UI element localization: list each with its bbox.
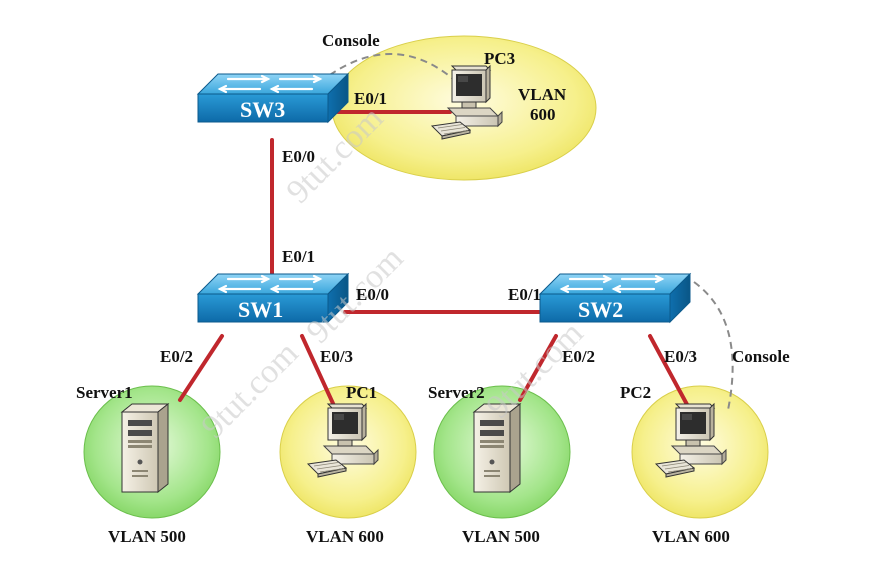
port-label-sw1-e02: E0/2 bbox=[160, 347, 193, 366]
switch-sw3[interactable]: SW3 bbox=[196, 72, 350, 124]
switch-sw3-label: SW3 bbox=[240, 97, 285, 122]
link-sw1-server1 bbox=[178, 334, 224, 402]
pc3-vlan-label-line2: 600 bbox=[530, 105, 556, 124]
console-cable-sw3-pc3 bbox=[319, 53, 453, 83]
pc2-vlan-label: VLAN 600 bbox=[652, 527, 730, 546]
server1-icon bbox=[121, 403, 169, 493]
port-label-sw2-e02: E0/2 bbox=[562, 347, 595, 366]
console-cable-sw2-pc2 bbox=[693, 281, 734, 411]
pc3-vlan-label-line1: VLAN bbox=[518, 85, 567, 104]
pc1-vlan-label: VLAN 600 bbox=[306, 527, 384, 546]
link-sw1-pc1 bbox=[300, 334, 338, 412]
switch-sw1[interactable]: SW1 bbox=[196, 272, 350, 324]
switch-sw2-label: SW2 bbox=[578, 297, 623, 322]
pc3-label: PC3 bbox=[484, 49, 515, 68]
link-sw2-server2 bbox=[518, 334, 558, 402]
pc2-label: PC2 bbox=[620, 383, 651, 402]
port-label-sw2-e03: E0/3 bbox=[664, 347, 697, 366]
pc1-label: PC1 bbox=[346, 383, 377, 402]
port-label-sw1-e00: E0/0 bbox=[356, 285, 389, 304]
console-label-right: Console bbox=[732, 347, 790, 366]
port-label-sw2-e01: E0/1 bbox=[508, 285, 541, 304]
port-label-sw1-e03: E0/3 bbox=[320, 347, 353, 366]
server1-vlan-label: VLAN 500 bbox=[108, 527, 186, 546]
server1-label: Server1 bbox=[76, 383, 133, 402]
server2-label: Server2 bbox=[428, 383, 485, 402]
link-sw2-pc2 bbox=[648, 334, 692, 412]
port-label-sw1-e01: E0/1 bbox=[282, 247, 315, 266]
port-label-sw3-e00: E0/0 bbox=[282, 147, 315, 166]
console-label-top: Console bbox=[322, 31, 380, 50]
switch-sw1-label: SW1 bbox=[238, 297, 283, 322]
server2-vlan-label: VLAN 500 bbox=[462, 527, 540, 546]
port-label-sw3-e01: E0/1 bbox=[354, 89, 387, 108]
switch-sw2[interactable]: SW2 bbox=[538, 272, 692, 324]
